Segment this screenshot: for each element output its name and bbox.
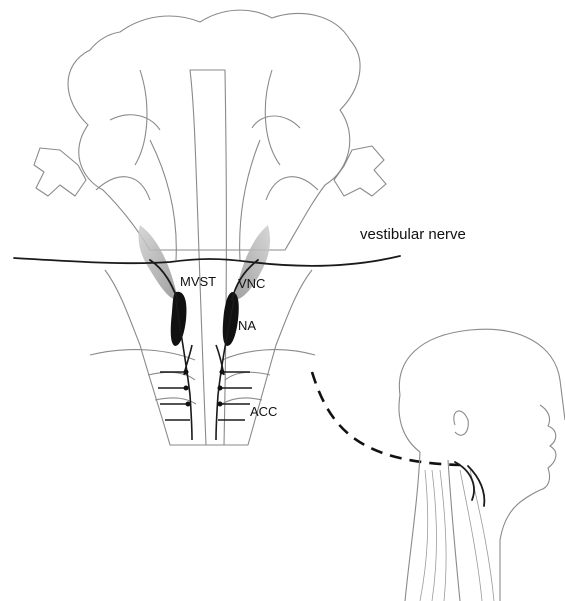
vestibular-nerve-line — [14, 256, 400, 266]
label-vnc: VNC — [238, 276, 265, 291]
label-mvst: MVST — [180, 274, 216, 289]
label-vestibular-nerve: vestibular nerve — [360, 226, 466, 243]
label-acc: ACC — [250, 404, 277, 419]
head-neck-illustration — [399, 329, 565, 601]
dashed-nerve-path — [312, 372, 460, 465]
label-na: NA — [238, 318, 256, 333]
cerebellum-outline — [34, 10, 386, 445]
